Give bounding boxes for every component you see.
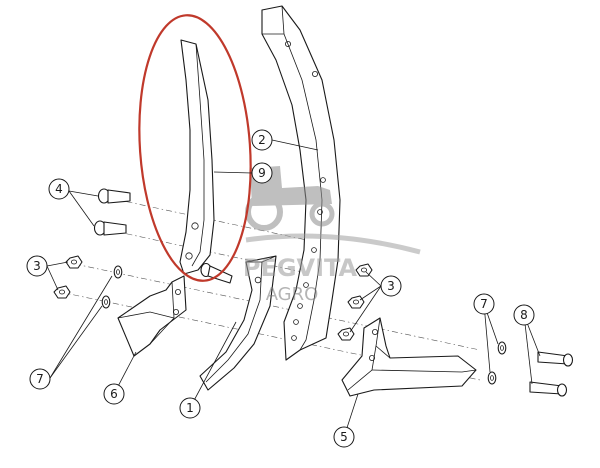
- svg-text:6: 6: [110, 387, 118, 401]
- callout-3-right: 3: [380, 275, 402, 297]
- assembly-axes: [59, 195, 481, 381]
- callout-8: 8: [513, 304, 535, 326]
- callout-1: 1: [179, 397, 201, 419]
- svg-text:1: 1: [186, 401, 194, 415]
- svg-text:5: 5: [340, 430, 348, 444]
- callout-7-left: 7: [29, 368, 51, 390]
- svg-text:7: 7: [36, 372, 44, 386]
- svg-text:4: 4: [55, 182, 63, 196]
- callout-6: 6: [103, 383, 125, 405]
- callout-9: 9: [251, 162, 273, 184]
- watermark-brand: PEGVITA: [243, 254, 358, 282]
- bolts-part-8: [529, 351, 574, 397]
- nuts-part-3: [53, 255, 373, 341]
- callout-7-right: 7: [473, 293, 495, 315]
- callout-4: 4: [48, 178, 70, 200]
- svg-text:3: 3: [33, 259, 41, 273]
- svg-text:8: 8: [520, 308, 528, 322]
- left-share-part-6: [117, 275, 187, 357]
- svg-text:9: 9: [258, 166, 266, 180]
- washers-part-7: [101, 265, 507, 385]
- svg-text:3: 3: [387, 279, 395, 293]
- callout-5: 5: [333, 426, 355, 448]
- wear-shin-part-9: [179, 39, 215, 275]
- callout-2: 2: [251, 129, 273, 151]
- right-share-part-5: [341, 317, 477, 397]
- watermark-sub: AGRO: [266, 284, 319, 305]
- point-shin-part-1: [199, 255, 277, 391]
- callout-3-left: 3: [26, 255, 48, 277]
- svg-text:7: 7: [480, 297, 488, 311]
- svg-text:2: 2: [258, 133, 266, 147]
- highlight-ellipse: [138, 14, 252, 282]
